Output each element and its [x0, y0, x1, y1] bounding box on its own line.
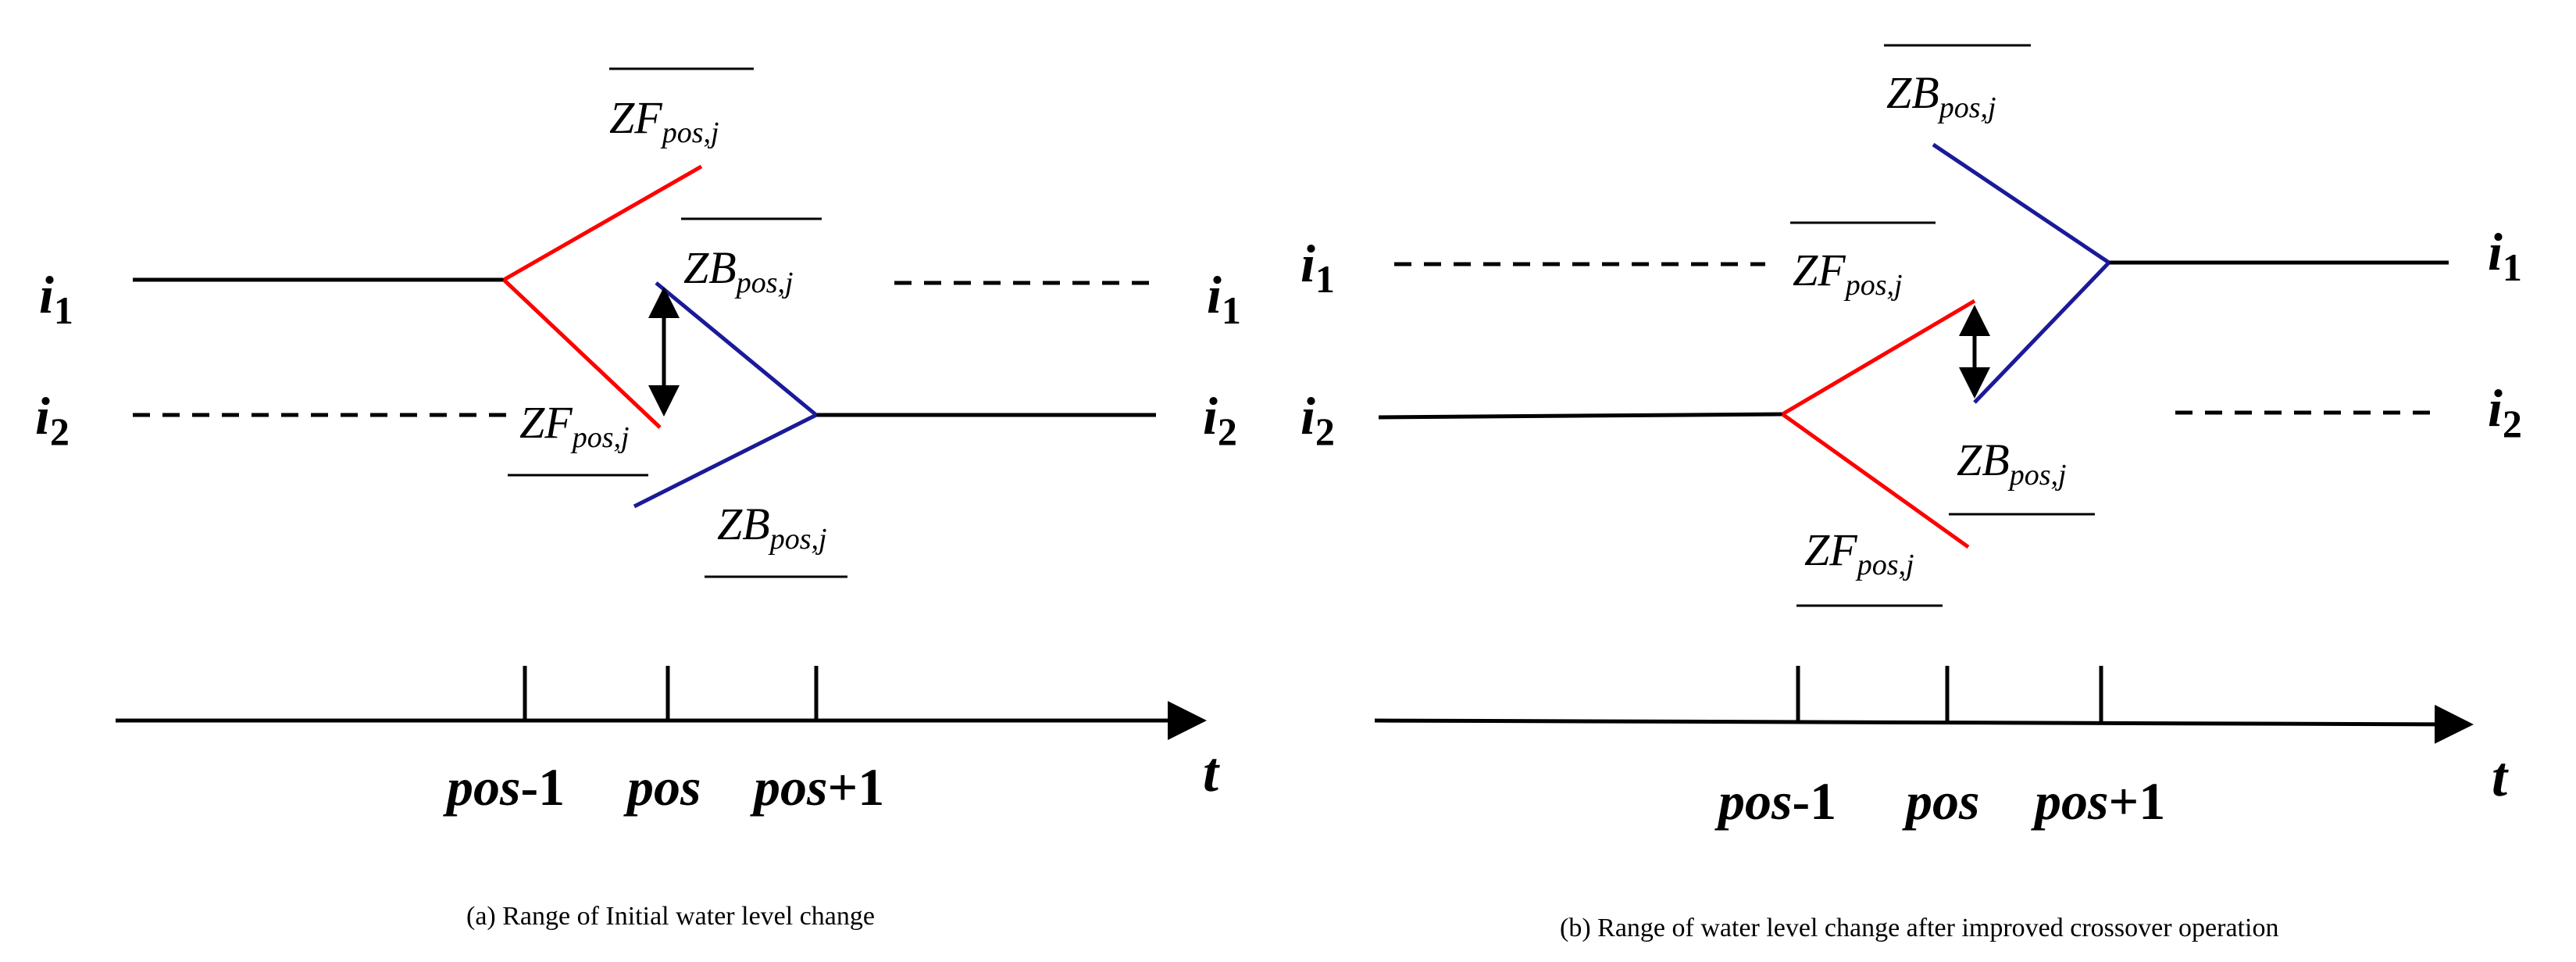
panel-a-zb-bottom-label: ZBpos,j [717, 499, 827, 556]
panel-b-t-label: t [2492, 746, 2509, 808]
panel-b-zf-lower-red-line [1781, 412, 1970, 549]
panel-b-zb-bottom-label: ZBpos,j [1957, 435, 2067, 492]
panel-a-zf-upper-red-line [502, 164, 703, 282]
panel-b-i2-right-label: i2 [2488, 378, 2522, 445]
panel-b-zb-top-label: ZBpos,j [1886, 67, 1996, 124]
panel-a-zf-top-label: ZFpos,j [609, 92, 719, 149]
panel-a-zf-lower-red-line [502, 278, 662, 429]
panel-b-i1-left-label: i1 [1300, 234, 1335, 301]
panel-b-tick-label-pos: pos [1902, 771, 1979, 831]
panel-a-zf-bottom-label: ZFpos,j [519, 397, 630, 454]
panel-a-caption: (a) Range of Initial water level change [466, 902, 875, 931]
panel-b-time-axis [1374, 704, 2474, 744]
panel-a-t-label: t [1203, 741, 1220, 803]
panel-b-tick-label-pos-minus-1: pos-1 [1714, 771, 1836, 831]
panel-a-zb-top-label: ZBpos,j [683, 242, 794, 299]
panel-b-zf-top-label: ZFpos,j [1793, 245, 1903, 302]
panel-a-tick-label-pos: pos [623, 757, 701, 817]
panel-a-tick-label-pos-minus-1: pos-1 [443, 757, 565, 817]
panel-b-i1-right-label: i1 [2488, 222, 2522, 289]
panel-b-zf-upper-red-line [1781, 299, 1976, 417]
panel-b-i2-solid-line [1378, 412, 1783, 420]
panel-a-i2-left-label: i2 [35, 386, 70, 453]
panel-b-caption: (b) Range of water level change after im… [1560, 914, 2278, 942]
panel-b-zb-lower-blue-line [1973, 261, 2110, 404]
panel-b-zb-upper-blue-line [1932, 142, 2110, 265]
panel-a-i2-right-label: i2 [1203, 386, 1237, 453]
panel-a-zb-upper-blue-line [655, 281, 818, 417]
panel-a: ZFpos,j ZBpos,j ZFpos,j ZBpos,j i1 i1 i2… [35, 67, 1241, 931]
panel-b-i2-left-label: i2 [1300, 386, 1335, 453]
panel-b-tick-label-pos-plus-1: pos+1 [2031, 771, 2165, 831]
panel-a-i1-left-label: i1 [39, 265, 73, 332]
panel-b: ZBpos,j ZFpos,j ZBpos,j ZFpos,j i1 i1 i2… [1300, 44, 2522, 942]
panel-a-i1-right-label: i1 [1207, 265, 1241, 332]
panel-a-tick-label-pos-plus-1: pos+1 [750, 757, 884, 817]
panel-b-zf-bottom-label: ZFpos,j [1804, 524, 1914, 581]
panel-a-zb-lower-blue-line [633, 413, 818, 509]
